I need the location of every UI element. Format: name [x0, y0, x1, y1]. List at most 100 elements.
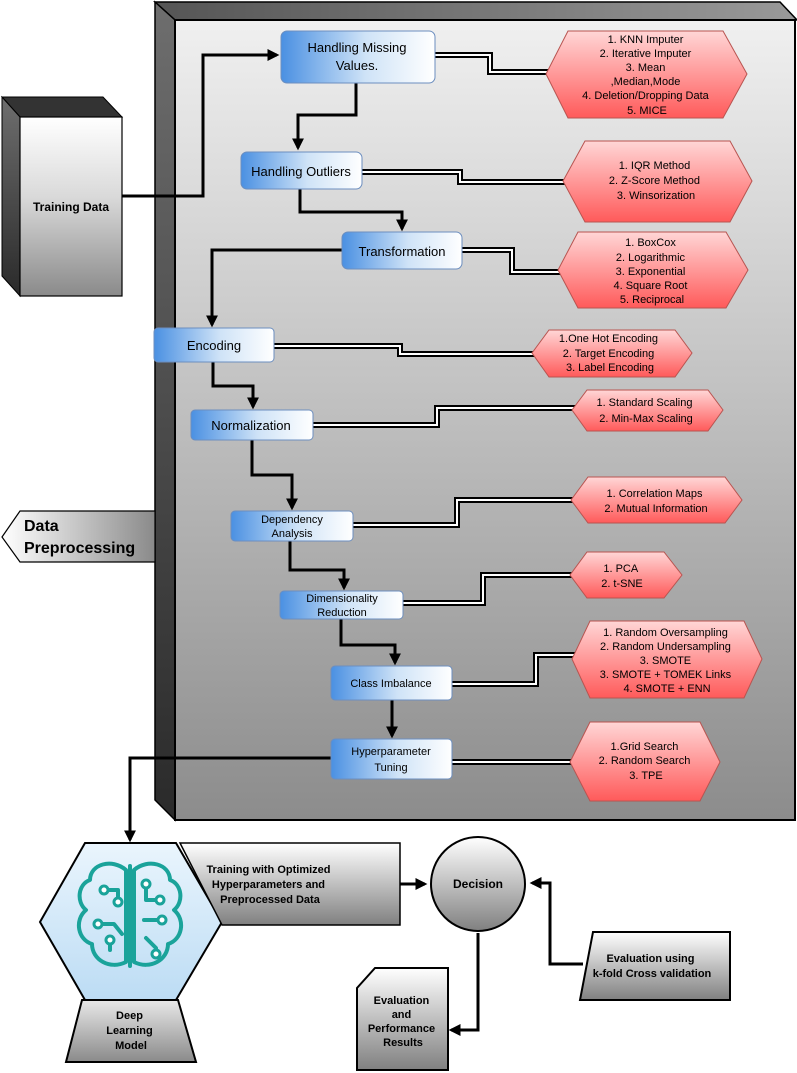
training-box-line: Training with Optimized: [206, 864, 330, 876]
methods-tuning: 1.Grid Search 2. Random Search 3. TPE: [569, 721, 721, 802]
step-label-line: Values.: [336, 58, 378, 73]
method-item: 3. Mean: [626, 62, 666, 74]
svg-text:1. KNN Imputer 2. Iter: 1. KNN Imputer 2. Iterative Imputer 3. M…: [582, 34, 712, 117]
decision-label: Decision: [453, 877, 503, 891]
svg-text:1. Random Oversampling: 1. Random Oversampling 2. Random Undersa…: [600, 627, 734, 695]
arrow-tuning-to-model: [124, 756, 331, 843]
method-item: 1.Grid Search: [611, 741, 679, 753]
method-item: 1. IQR Method: [619, 160, 691, 172]
step-label-line: Normalization: [211, 418, 290, 433]
svg-text:1. PCA 2. t-SNE: 1. PCA 2. t-SNE: [601, 563, 643, 590]
svg-text:Preprocessing: Preprocessing: [24, 540, 135, 557]
method-item: 2. Z-Score Method: [609, 175, 700, 187]
flow-arrows: [122, 49, 583, 1036]
svg-text:1.Grid Search 2. Rando: 1.Grid Search 2. Random Search 3. TPE: [599, 741, 694, 782]
svg-text:Data: Data: [24, 518, 59, 535]
step-handling-outliers: Handling Outliers: [240, 151, 363, 190]
model-label-line: Learning: [106, 1025, 152, 1037]
method-item: ,Median,Mode: [611, 76, 681, 88]
results-line: Results: [383, 1037, 423, 1049]
method-connectors: [274, 52, 589, 765]
step-label-line: Handling Missing: [308, 40, 407, 55]
model-label-line: Deep: [116, 1010, 143, 1022]
step-handling-missing-values: Handling Missing Values.: [280, 30, 436, 84]
arrow-normalization-to-dependency: [250, 440, 298, 511]
step-encoding: Encoding: [153, 327, 275, 363]
arrow-decision-to-results: [448, 933, 480, 1036]
method-item: 2. Min-Max Scaling: [599, 413, 693, 425]
method-item: 4. SMOTE + ENN: [623, 683, 710, 695]
step-class-imbalance: Class Imbalance: [330, 665, 453, 701]
step-label-line: Reduction: [317, 607, 367, 619]
method-item: 3. Label Encoding: [566, 362, 654, 374]
training-box: Training with Optimized Hyperparameters …: [178, 842, 401, 926]
step-boxes: Handling Missing Values. Handling Outlie…: [153, 30, 463, 780]
method-item: 3. SMOTE: [640, 655, 691, 667]
method-item: 5. Reciprocal: [620, 294, 684, 306]
method-item: 1. Correlation Maps: [606, 488, 702, 500]
step-label-line: Analysis: [272, 528, 313, 540]
arrow-outliers-to-transformation: [298, 189, 408, 232]
step-label-line: Handling Outliers: [251, 164, 351, 179]
svg-text:1. Correlation Maps 2.: 1. Correlation Maps 2. Mutual Informatio…: [604, 488, 707, 515]
method-item: 2. t-SNE: [601, 578, 643, 590]
step-label-line: Hyperparameter: [351, 746, 431, 758]
methods-dimensionality: 1. PCA 2. t-SNE: [569, 551, 683, 599]
method-item: 3. TPE: [629, 770, 662, 782]
method-item: 5. MICE: [627, 105, 667, 117]
arrow-training-to-missing: [122, 49, 280, 198]
svg-text:Training with Optimized: Training with Optimized Hyperparameters …: [206, 864, 333, 906]
method-item: 2. Random Search: [599, 755, 691, 767]
method-item: 1. Random Oversampling: [603, 627, 728, 639]
results-line: and: [392, 1009, 412, 1021]
decision-node: Decision: [430, 836, 526, 932]
results-line: Performance: [368, 1023, 435, 1035]
methods-transformation: 1. BoxCox 2. Logarithmic 3. Exponential …: [557, 231, 749, 309]
method-item: 2. Target Encoding: [563, 348, 655, 360]
training-data-block: Training Data: [0, 95, 124, 298]
methods-outliers: 1. IQR Method 2. Z-Score Method 3. Winso…: [562, 140, 753, 223]
svg-text:Deep Learning Mode: Deep Learning Model: [106, 1010, 156, 1052]
method-item: 1.One Hot Encoding: [559, 333, 658, 345]
arrow-transformation-to-encoding: [206, 248, 342, 328]
method-item: 1. Standard Scaling: [596, 397, 692, 409]
brain-circuit-icon: [76, 861, 184, 968]
step-label-line: Tuning: [374, 762, 407, 774]
arrow-dimensionality-to-imbalance: [339, 619, 401, 666]
svg-text:1. IQR Method 2. Z-Sco: 1. IQR Method 2. Z-Score Method 3. Winso…: [609, 160, 703, 202]
training-data-label: Training Data: [33, 200, 109, 214]
data-preprocessing-line-1: Data: [24, 518, 59, 535]
methods-missing-values: 1. KNN Imputer 2. Iterative Imputer 3. M…: [545, 30, 748, 119]
svg-text:1. BoxCox 2. Logarithm: 1. BoxCox 2. Logarithmic 3. Exponential …: [613, 237, 690, 306]
methods-dependency: 1. Correlation Maps 2. Mutual Informatio…: [570, 476, 743, 524]
method-item: 2. Mutual Information: [604, 503, 707, 515]
method-item: 3. SMOTE + TOMEK Links: [600, 669, 732, 681]
model-label-line: Model: [115, 1040, 147, 1052]
svg-text:1.One Hot Encoding 2.: 1.One Hot Encoding 2. Target Encoding 3.…: [559, 333, 661, 374]
results-document: Evaluation and Performance Results: [356, 967, 449, 1071]
method-item: 3. Winsorization: [617, 190, 695, 202]
method-item: 3. Exponential: [616, 266, 686, 278]
method-item: 1. PCA: [603, 563, 639, 575]
method-item: 2. Logarithmic: [616, 252, 686, 264]
step-label-line: Dependency: [261, 514, 323, 526]
step-label-line: Encoding: [187, 338, 241, 353]
svg-text:1. Standard Scaling 2.: 1. Standard Scaling 2. Min-Max Scaling: [596, 397, 695, 425]
step-label-line: Transformation: [359, 244, 446, 259]
evaluation-cv-line: Evaluation using: [606, 953, 694, 965]
method-item: 1. KNN Imputer: [608, 34, 684, 46]
method-callouts: 1. KNN Imputer 2. Iterative Imputer 3. M…: [531, 30, 763, 802]
step-hyperparameter-tuning: Hyperparameter Tuning: [330, 738, 453, 780]
deep-learning-model: Deep Learning Model: [38, 842, 224, 1063]
training-box-line: Preprocessed Data: [220, 894, 321, 906]
methods-normalization: 1. Standard Scaling 2. Min-Max Scaling: [571, 389, 724, 432]
evaluation-cv-box: Evaluation using k-fold Cross validation: [578, 931, 731, 1001]
method-item: 4. Deletion/Dropping Data: [582, 90, 709, 102]
results-line: Evaluation: [374, 995, 430, 1007]
method-item: 4. Square Root: [613, 280, 687, 292]
step-label-line: Class Imbalance: [350, 678, 431, 690]
step-transformation: Transformation: [341, 231, 463, 270]
methods-encoding: 1.One Hot Encoding 2. Target Encoding 3.…: [531, 329, 693, 378]
step-label-line: Dimensionality: [306, 593, 378, 605]
